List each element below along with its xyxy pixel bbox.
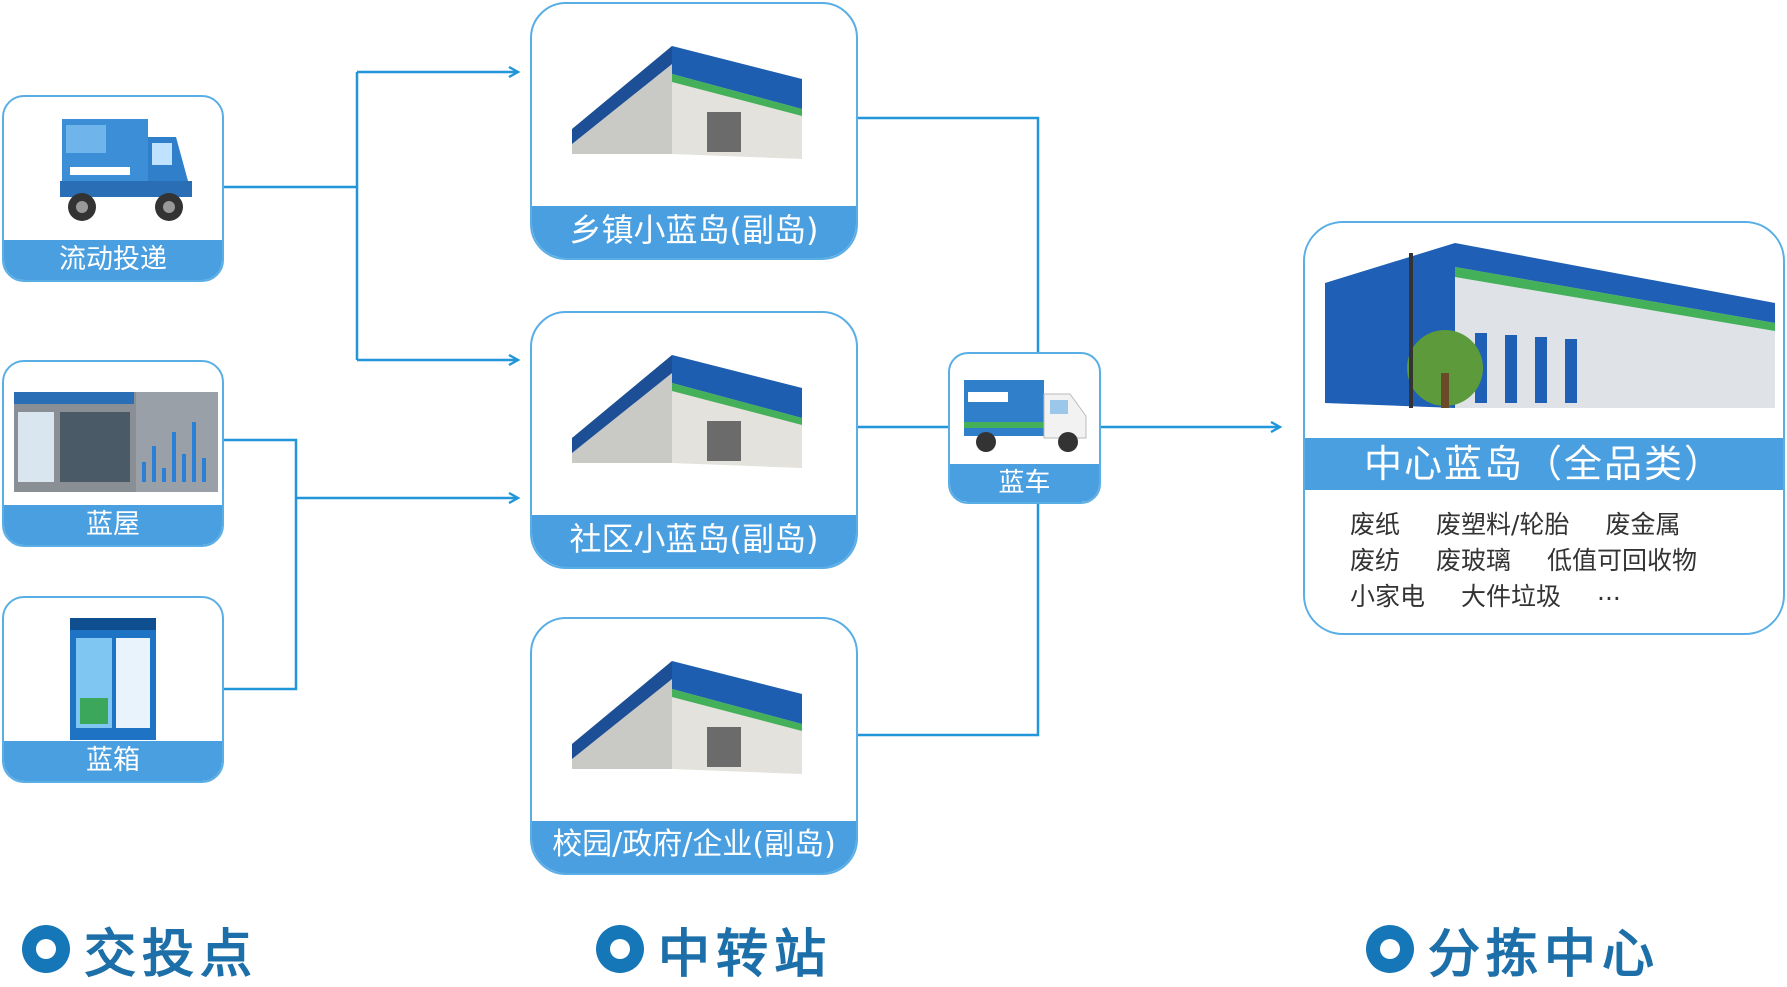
source-card-box[interactable]: 蓝箱	[2, 596, 224, 783]
connector-line	[222, 438, 298, 691]
category-item: 废塑料/轮胎	[1436, 510, 1570, 539]
sorting-center-icon	[1305, 223, 1783, 438]
legend-label: 中转站	[658, 924, 833, 985]
center-label: 中心蓝岛（全品类）	[1305, 438, 1783, 490]
category-item: 小家电	[1350, 582, 1426, 611]
tricycle-icon	[4, 97, 222, 244]
source-card-kiosk[interactable]: 蓝屋	[2, 360, 224, 547]
category-item: 低值可回收物	[1547, 546, 1698, 575]
bullet-icon	[596, 925, 644, 973]
legend-drop-points: 交投点	[22, 918, 258, 985]
truck-card[interactable]: 蓝车	[948, 352, 1101, 504]
category-row: 废纺 废玻璃 低值可回收物	[1350, 541, 1750, 577]
category-row: 废纸 废塑料/轮胎 废金属	[1350, 505, 1750, 541]
connector-line	[857, 116, 1040, 355]
legend-label: 分拣中心	[1428, 924, 1661, 985]
warehouse-icon	[532, 619, 856, 824]
station-card-campus[interactable]: 校园/政府/企业(副岛)	[530, 617, 858, 875]
station-label: 乡镇小蓝岛(副岛)	[532, 206, 856, 258]
category-item: 大件垃圾	[1461, 582, 1562, 611]
station-label: 校园/政府/企业(副岛)	[532, 821, 856, 873]
connector-line	[857, 500, 1040, 737]
legend-transfer: 中转站	[596, 918, 832, 985]
category-item: 废金属	[1605, 510, 1681, 539]
warehouse-icon	[532, 4, 856, 209]
source-label: 蓝箱	[4, 741, 222, 781]
source-label: 蓝屋	[4, 505, 222, 545]
category-item: 废玻璃	[1436, 546, 1512, 575]
category-item: ...	[1597, 577, 1621, 606]
category-item: 废纸	[1350, 510, 1401, 539]
legend-label: 交投点	[84, 924, 259, 985]
center-card[interactable]: 中心蓝岛（全品类）	[1303, 221, 1785, 635]
truck-label: 蓝车	[950, 464, 1099, 502]
source-card-mobile[interactable]: 流动投递	[2, 95, 224, 282]
bullet-icon	[1366, 925, 1414, 973]
source-label: 流动投递	[4, 240, 222, 280]
legend-sorting: 分拣中心	[1366, 918, 1660, 985]
category-item: 废纺	[1350, 546, 1401, 575]
category-row: 小家电 大件垃圾 ...	[1350, 577, 1750, 613]
category-list: 废纸 废塑料/轮胎 废金属 废纺 废玻璃 低值可回收物 小家电 大件垃圾 ...	[1350, 505, 1750, 613]
station-card-community[interactable]: 社区小蓝岛(副岛)	[530, 311, 858, 569]
recycle-box-icon	[4, 598, 222, 745]
truck-icon	[950, 354, 1099, 468]
kiosk-icon	[4, 362, 222, 509]
station-label: 社区小蓝岛(副岛)	[532, 515, 856, 567]
station-card-town[interactable]: 乡镇小蓝岛(副岛)	[530, 2, 858, 260]
warehouse-icon	[532, 313, 856, 518]
bullet-icon	[22, 925, 70, 973]
